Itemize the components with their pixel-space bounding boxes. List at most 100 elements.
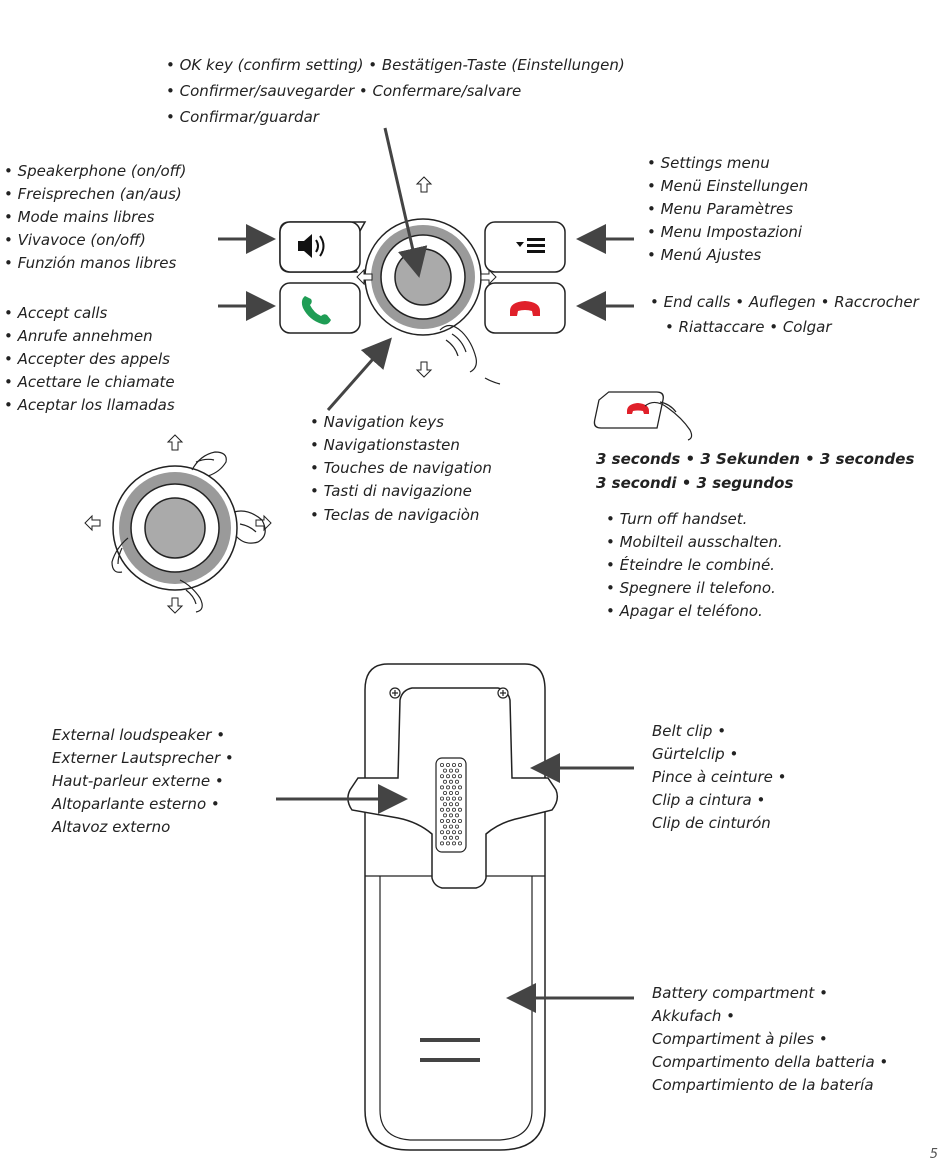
grill-dot [445, 785, 450, 790]
grill-dot [445, 830, 450, 835]
settings-line: • Menu Impostazioni [647, 223, 803, 241]
belt-clip-line: Gürtelclip • [652, 745, 739, 763]
screw-icon [389, 687, 509, 699]
grill-dot [442, 779, 447, 784]
grill-dot [451, 796, 456, 801]
speakerphone-line: • Funzión manos libres [4, 254, 177, 272]
turn-off-line: • Apagar el teléfono. [606, 602, 763, 620]
turn-off-line: • Éteindre le combiné. [606, 556, 775, 574]
speaker-icon [298, 234, 325, 258]
hand-icon [111, 451, 266, 613]
grill-dot [457, 830, 462, 835]
external-loudspeaker-line: Haut-parleur externe • [52, 772, 224, 790]
grill-dot [448, 768, 453, 773]
external-loudspeaker-line: Altavoz externo [52, 818, 171, 836]
grill-dot [454, 835, 459, 840]
grill-dot [454, 824, 459, 829]
grill-dot [439, 830, 444, 835]
page-number: 5 [929, 1147, 938, 1162]
navigation-ring-small [112, 465, 238, 591]
grill-dot [448, 813, 453, 818]
grill-dot [445, 819, 450, 824]
ok-key-pointer [383, 127, 428, 278]
settings-line: • Settings menu [647, 154, 770, 172]
nav-arrow-icon [84, 434, 272, 614]
speaker-grill-dots [439, 763, 462, 846]
grill-dot [439, 796, 444, 801]
battery-line: Compartimiento de la batería [652, 1076, 874, 1094]
turn-off-line: • Mobilteil ausschalten. [606, 533, 783, 551]
grill-dot [439, 841, 444, 846]
accept-calls-line: • Accept calls [4, 304, 108, 322]
speakerphone-line: • Speakerphone (on/off) [4, 162, 187, 180]
grill-dot [439, 807, 444, 812]
nav-keys-line: • Teclas de navigaciòn [310, 506, 480, 524]
grill-dot [457, 841, 462, 846]
grill-dot [445, 774, 450, 779]
external-loudspeaker-line: Externer Lautsprecher • [52, 749, 234, 767]
grill-dot [448, 791, 453, 796]
battery-line: Compartiment à piles • [652, 1030, 828, 1048]
settings-line: • Menú Ajustes [647, 246, 762, 264]
grill-dot [442, 768, 447, 773]
grill-dot [445, 763, 450, 768]
settings-line: • Menu Paramètres [647, 200, 794, 218]
accept-calls-line: • Aceptar los llamadas [4, 396, 175, 414]
speakerphone-line: • Freisprechen (an/aus) [4, 185, 182, 203]
grill-dot [439, 819, 444, 824]
navigation-ring [364, 218, 482, 336]
grill-dot [457, 807, 462, 812]
nav-keys-pointer [326, 337, 392, 411]
grill-dot [451, 785, 456, 790]
grill-dot [442, 824, 447, 829]
grill-dot [448, 835, 453, 840]
nav-keys-line: • Tasti di navigazione [310, 482, 472, 500]
belt-clip-line: Pince à ceinture • [652, 768, 787, 786]
battery-line: Akkufach • [652, 1007, 735, 1025]
settings-menu-button [484, 221, 566, 273]
nav-arrow-icon [356, 176, 497, 378]
belt-clip-line: Clip de cinturón [652, 814, 771, 832]
grill-dot [457, 796, 462, 801]
grill-dot [445, 796, 450, 801]
grill-dot [451, 819, 456, 824]
settings-line: • Menü Einstellungen [647, 177, 809, 195]
grill-dot [445, 841, 450, 846]
grill-dot [451, 807, 456, 812]
end-call-key-small [593, 391, 693, 441]
turn-off-line: • Turn off handset. [606, 510, 748, 528]
call-accept-icon [301, 296, 331, 325]
menu-icon [516, 238, 545, 253]
grill-dot [442, 835, 447, 840]
grill-dot [445, 807, 450, 812]
accept-calls-line: • Accepter des appels [4, 350, 170, 368]
grill-dot [457, 774, 462, 779]
external-loudspeaker-line: Altoparlante esterno • [52, 795, 220, 813]
grill-dot [451, 841, 456, 846]
grill-dot [454, 813, 459, 818]
grill-dot [439, 785, 444, 790]
belt-clip-line: Belt clip • [652, 722, 727, 740]
grill-dot [457, 819, 462, 824]
grill-dot [448, 802, 453, 807]
grill-dot [451, 830, 456, 835]
battery-line: Compartimento della batteria • [652, 1053, 889, 1071]
accept-call-button [279, 282, 361, 334]
grill-dot [448, 779, 453, 784]
speakerphone-line: • Mode mains libres [4, 208, 155, 226]
grill-dot [451, 774, 456, 779]
grill-dot [442, 802, 447, 807]
external-loudspeaker-line: External loudspeaker • [52, 726, 226, 744]
accept-calls-line: • Anrufe annehmen [4, 327, 153, 345]
three-seconds-line: 3 secondi • 3 segundos [596, 474, 794, 492]
call-end-icon [510, 301, 540, 316]
accept-calls-line: • Acettare le chiamate [4, 373, 175, 391]
grill-dot [451, 763, 456, 768]
nav-keys-line: • Navigation keys [310, 413, 444, 431]
end-calls-line: • Riattaccare • Colgar [665, 318, 832, 336]
grill-dot [457, 763, 462, 768]
ok-key-line: • OK key (confirm setting) • Bestätigen-… [166, 56, 625, 74]
end-calls-line: • End calls • Auflegen • Raccrocher [650, 293, 919, 311]
grill-dot [454, 791, 459, 796]
